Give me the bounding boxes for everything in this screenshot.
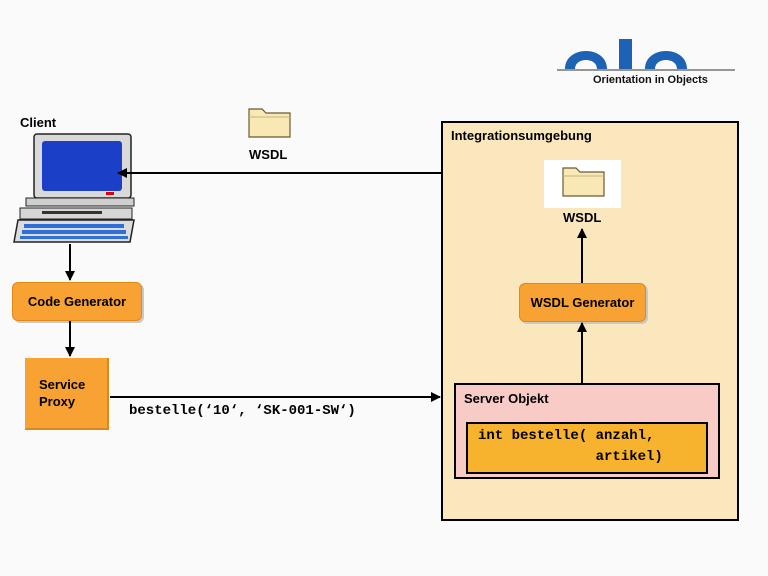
logo-mark xyxy=(557,39,735,71)
logo-tagline: Orientation in Objects xyxy=(593,74,708,86)
wsdl-generator-label: WSDL Generator xyxy=(530,295,635,310)
wsdl-top-label: WSDL xyxy=(249,147,288,162)
method-signature-line1: int bestelle( anzahl, xyxy=(478,428,655,444)
service-proxy-box: Service Proxy xyxy=(25,358,109,430)
wsdl-top-folder-icon xyxy=(246,103,294,141)
logo: Orientation in Objects xyxy=(555,35,740,90)
service-proxy-line2: Proxy xyxy=(39,394,76,409)
wsdl-inner-folder-icon xyxy=(560,162,608,205)
service-proxy-line1: Service xyxy=(39,377,86,392)
integration-title: Integrationsumgebung xyxy=(451,128,592,143)
server-object-title: Server Objekt xyxy=(464,391,549,406)
method-signature-box: int bestelle( anzahl, artikel) xyxy=(466,422,708,474)
method-call-text: bestelle(‘10‘, ‘SK-001-SW‘) xyxy=(129,403,356,419)
computer-icon xyxy=(12,132,137,247)
client-label: Client xyxy=(20,115,57,130)
method-signature-line2: artikel) xyxy=(478,449,663,465)
wsdl-inner-label: WSDL xyxy=(563,210,602,225)
code-generator-box: Code Generator xyxy=(12,282,142,321)
wsdl-generator-box: WSDL Generator xyxy=(519,283,646,322)
code-generator-label: Code Generator xyxy=(27,294,127,309)
wsdl-inner-panel xyxy=(544,160,621,208)
